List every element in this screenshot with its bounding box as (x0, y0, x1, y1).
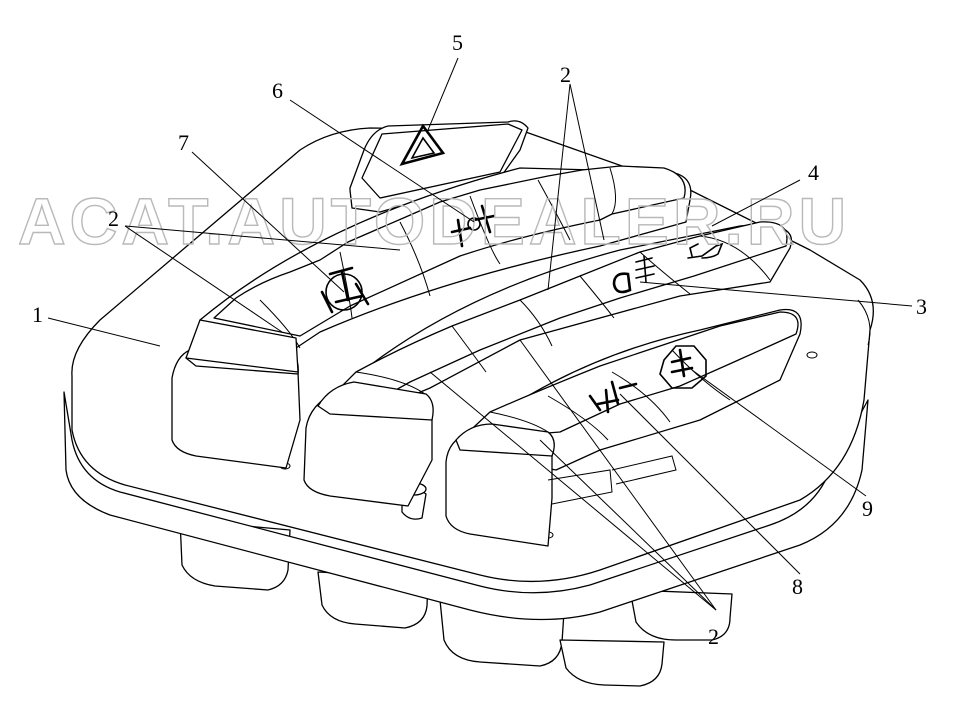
rear-fog-light-icon (612, 255, 655, 294)
bottom-switch-row (445, 308, 802, 547)
callout-7: 7 (178, 130, 189, 155)
callout-9: 9 (862, 496, 873, 521)
callout-4: 4 (808, 160, 819, 185)
callout-5: 5 (452, 30, 463, 55)
callout-8: 8 (792, 574, 803, 599)
middle-switch-row (303, 221, 793, 507)
differential-lock-icon (450, 204, 496, 248)
hazard-triangle-icon (399, 123, 446, 167)
top-switch-row (199, 165, 692, 349)
left-rocker-switch (171, 319, 301, 469)
axle-lock-icon (320, 266, 370, 314)
callout-6: 6 (272, 78, 283, 103)
callout-2-bottom: 2 (708, 624, 719, 649)
callout-2-top: 2 (560, 62, 571, 87)
horn-icon (687, 242, 724, 259)
callout-2-left: 2 (108, 206, 119, 231)
callout-1: 1 (32, 302, 43, 327)
hazard-switch (349, 120, 529, 213)
leader-lines (47, 57, 913, 611)
callout-labels: 1 2 2 2 3 4 5 6 7 8 9 (32, 30, 927, 649)
callout-3: 3 (916, 294, 927, 319)
all-wheel-drive-lock-icon (659, 345, 707, 389)
all-wheel-drive-icon (588, 380, 638, 414)
